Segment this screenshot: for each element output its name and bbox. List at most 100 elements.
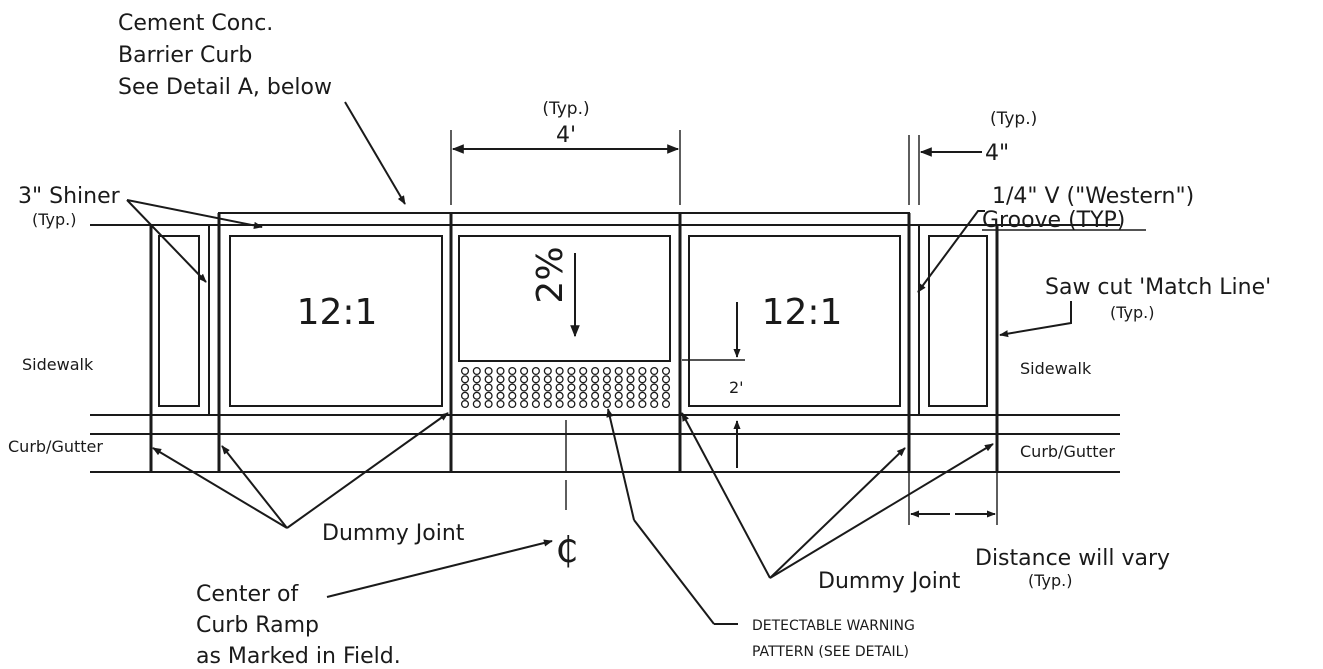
warning-dome xyxy=(472,399,481,409)
warning-leader-line xyxy=(633,519,715,625)
saw-cut-typ-label: (Typ.) xyxy=(1110,303,1154,322)
sidewalk-left-label: Sidewalk xyxy=(22,355,94,374)
warning-dome xyxy=(591,375,600,384)
warning-dome xyxy=(484,366,493,376)
warning-depth-label: 2' xyxy=(729,378,744,397)
warning-dome xyxy=(520,375,529,384)
warning-dome xyxy=(638,391,647,400)
warning-dome xyxy=(460,383,470,392)
warning-dome xyxy=(567,383,576,392)
warning-dome xyxy=(472,383,481,392)
warning-dome xyxy=(567,399,576,409)
warning-dome xyxy=(496,399,505,409)
warning-dome xyxy=(638,375,647,384)
warning-dome xyxy=(650,383,659,392)
barrier-curb-leader xyxy=(344,101,406,205)
shiner-leader-1 xyxy=(126,199,263,229)
warning-dome xyxy=(531,383,540,392)
warning-dome xyxy=(543,383,552,392)
groove-width-typ-label: (Typ.) xyxy=(990,109,1037,129)
warning-dome xyxy=(591,366,600,376)
warning-dome xyxy=(661,375,671,384)
warning-dome xyxy=(555,391,564,400)
width-typ-label: (Typ.) xyxy=(542,99,589,119)
barrier-curb-outline xyxy=(218,212,910,225)
width-label: 4' xyxy=(556,123,576,148)
warning-dome xyxy=(460,391,470,400)
dummy-joint-right-leader-1 xyxy=(681,412,771,579)
saw-cut-label: Saw cut 'Match Line' xyxy=(1045,275,1271,300)
warning-dome xyxy=(543,375,552,384)
warning-dome xyxy=(555,375,564,384)
center-ramp-label-line-1: Center of xyxy=(196,582,299,607)
warning-dome xyxy=(591,383,600,392)
warning-dome xyxy=(567,366,576,376)
slope-right-label: 12:1 xyxy=(762,292,843,333)
warning-dome xyxy=(508,399,517,409)
groove-label-line-2: Groove (TYP) xyxy=(982,208,1125,233)
detectable-warning-label-line-2: PATTERN (SEE DETAIL) xyxy=(752,644,909,660)
warning-dome xyxy=(614,383,623,392)
dummy-joint-left-leader-3 xyxy=(286,412,449,529)
warning-leader-arrow xyxy=(606,408,635,521)
warning-dome xyxy=(650,375,659,384)
warning-dome xyxy=(591,391,600,400)
warning-dome xyxy=(579,375,588,384)
warning-dome xyxy=(543,391,552,400)
warning-dome xyxy=(626,366,635,376)
center-ramp-shiner xyxy=(458,235,671,362)
warning-dome xyxy=(567,391,576,400)
warning-dome xyxy=(650,399,659,409)
curb-gutter-left-label: Curb/Gutter xyxy=(8,437,103,456)
warning-dome xyxy=(555,366,564,376)
warning-dome xyxy=(472,375,481,384)
leaders xyxy=(126,101,1072,625)
center-ramp-label-line-3: as Marked in Field. xyxy=(196,644,401,669)
warning-dome xyxy=(460,399,470,409)
warning-dome xyxy=(543,366,552,376)
slope-left-label: 12:1 xyxy=(297,292,378,333)
warning-dome xyxy=(579,391,588,400)
warning-dome xyxy=(531,391,540,400)
distance-typ-label: (Typ.) xyxy=(1028,571,1072,590)
detectable-warning-pattern xyxy=(460,366,671,409)
dummy-joint-right-leader-2 xyxy=(769,447,906,579)
warning-dome xyxy=(614,366,623,376)
warning-dome xyxy=(508,375,517,384)
warning-dome xyxy=(496,391,505,400)
warning-dome xyxy=(661,399,671,409)
dimensions xyxy=(450,130,998,525)
warning-dome xyxy=(661,383,671,392)
warning-dome xyxy=(508,366,517,376)
warning-dome xyxy=(496,366,505,376)
centerline-symbol: ₵ xyxy=(556,530,579,571)
warning-dome xyxy=(602,383,611,392)
warning-dome xyxy=(508,383,517,392)
curb-gutter-right-label: Curb/Gutter xyxy=(1020,442,1115,461)
warning-dome xyxy=(567,375,576,384)
detectable-warning-label-line-1: DETECTABLE WARNING xyxy=(752,618,915,634)
warning-dome xyxy=(531,399,540,409)
warning-dome xyxy=(614,375,623,384)
panel-outlines xyxy=(158,235,988,407)
warning-dome xyxy=(520,391,529,400)
warning-dome xyxy=(614,391,623,400)
text-labels: Cement Conc. Barrier Curb See Detail A, … xyxy=(8,11,1271,669)
saw-cut-leader xyxy=(999,301,1072,338)
dummy-joint-right-label: Dummy Joint xyxy=(818,569,961,594)
warning-dome xyxy=(520,383,529,392)
dummy-joint-left-label: Dummy Joint xyxy=(322,521,465,546)
warning-dome xyxy=(555,383,564,392)
warning-dome xyxy=(661,391,671,400)
warning-dome xyxy=(626,375,635,384)
warning-dome xyxy=(602,391,611,400)
center-ramp-leader xyxy=(326,539,553,598)
warning-dome xyxy=(650,391,659,400)
right-sidewalk-shiner xyxy=(928,235,988,407)
warning-dome xyxy=(520,399,529,409)
warning-dome xyxy=(520,366,529,376)
warning-dome xyxy=(626,399,635,409)
barrier-curb-label-line-3: See Detail A, below xyxy=(118,75,332,100)
structure-lines xyxy=(90,212,1120,473)
warning-dome xyxy=(614,399,623,409)
